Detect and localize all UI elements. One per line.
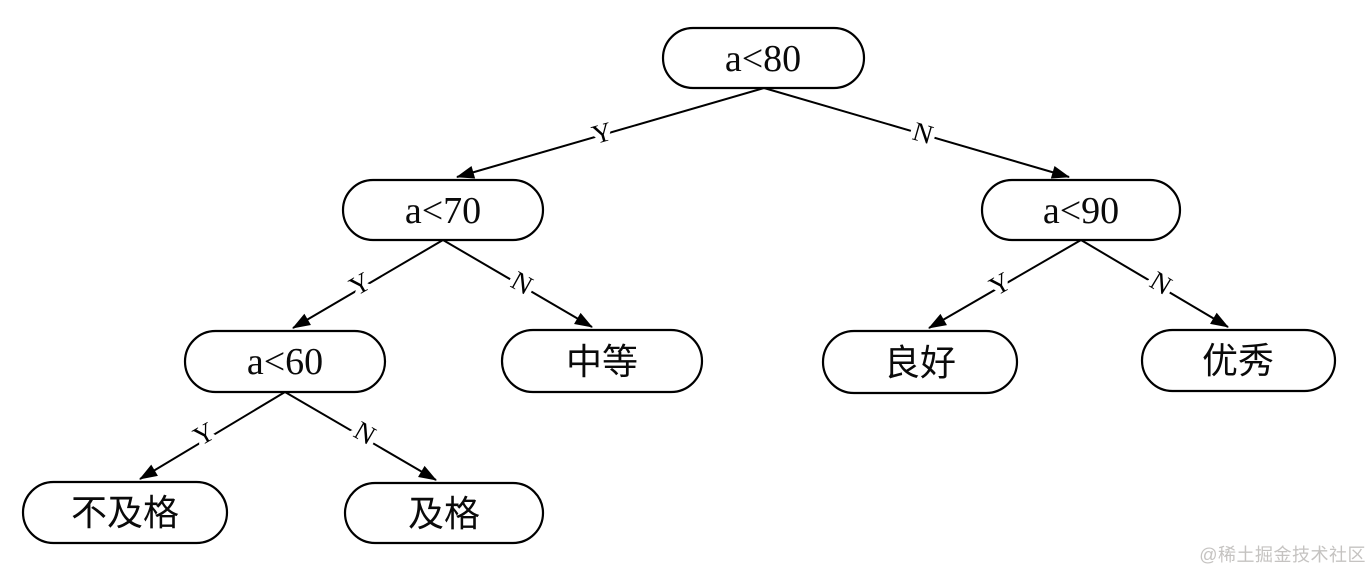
edge-line (456, 87, 765, 179)
node-label: 良好 (884, 343, 956, 383)
node-label: a<70 (405, 190, 481, 232)
node-label: a<60 (247, 341, 323, 383)
edge-label-no: N (909, 116, 936, 150)
edge-line (763, 87, 1070, 179)
node-shape (343, 481, 545, 545)
edge-label-yes: Y (344, 266, 376, 302)
node-label: 优秀 (1202, 341, 1274, 381)
edge-group: Y N Y N Y N (139, 87, 1229, 481)
edge-label-yes: Y (588, 116, 615, 150)
edge-line (139, 391, 286, 480)
watermark: @稀土掘金技术社区 (1199, 545, 1366, 565)
node-medium: 中等 (500, 328, 704, 394)
node-good: 良好 (821, 329, 1019, 395)
edge-a90-no-excellent: N (1080, 239, 1229, 328)
edge-a60-no-pass: N (284, 391, 437, 481)
node-shape (821, 329, 1019, 395)
edge-a90-yes-good: Y (928, 239, 1082, 329)
node-shape (980, 178, 1182, 242)
edge-line (928, 239, 1082, 329)
node-label: 中等 (566, 342, 638, 382)
node-a90: a<90 (980, 178, 1182, 242)
edge-a80-no-a90: N (763, 87, 1070, 179)
edge-a60-yes-fail: Y (139, 391, 286, 480)
node-group: a<80 a<70 a<90 a<60 中等 良好 (21, 26, 1337, 545)
edge-a80-yes-a70: Y (456, 87, 765, 179)
node-a70: a<70 (341, 178, 545, 242)
edge-label-no: N (506, 265, 538, 301)
node-label: a<80 (725, 38, 801, 80)
node-fail: 不及格 (21, 480, 229, 545)
node-shape (500, 328, 704, 394)
node-a80: a<80 (661, 26, 866, 90)
node-a60: a<60 (183, 329, 387, 394)
node-shape (21, 480, 229, 545)
edge-line (292, 239, 444, 329)
edge-line (442, 239, 593, 328)
node-label: 不及格 (71, 493, 179, 533)
node-shape (183, 329, 387, 394)
edge-label-no: N (1145, 265, 1177, 301)
node-label: 及格 (408, 494, 480, 534)
node-shape (661, 26, 866, 90)
edge-label-yes: Y (984, 266, 1016, 302)
edge-a70-no-medium: N (442, 239, 593, 328)
node-pass: 及格 (343, 481, 545, 545)
edge-line (1080, 239, 1229, 328)
node-shape (1140, 328, 1337, 393)
edge-a70-yes-a60: Y (292, 239, 444, 329)
node-excellent: 优秀 (1140, 328, 1337, 393)
edge-line (284, 391, 437, 481)
node-shape (341, 178, 545, 242)
node-label: a<90 (1043, 190, 1119, 232)
